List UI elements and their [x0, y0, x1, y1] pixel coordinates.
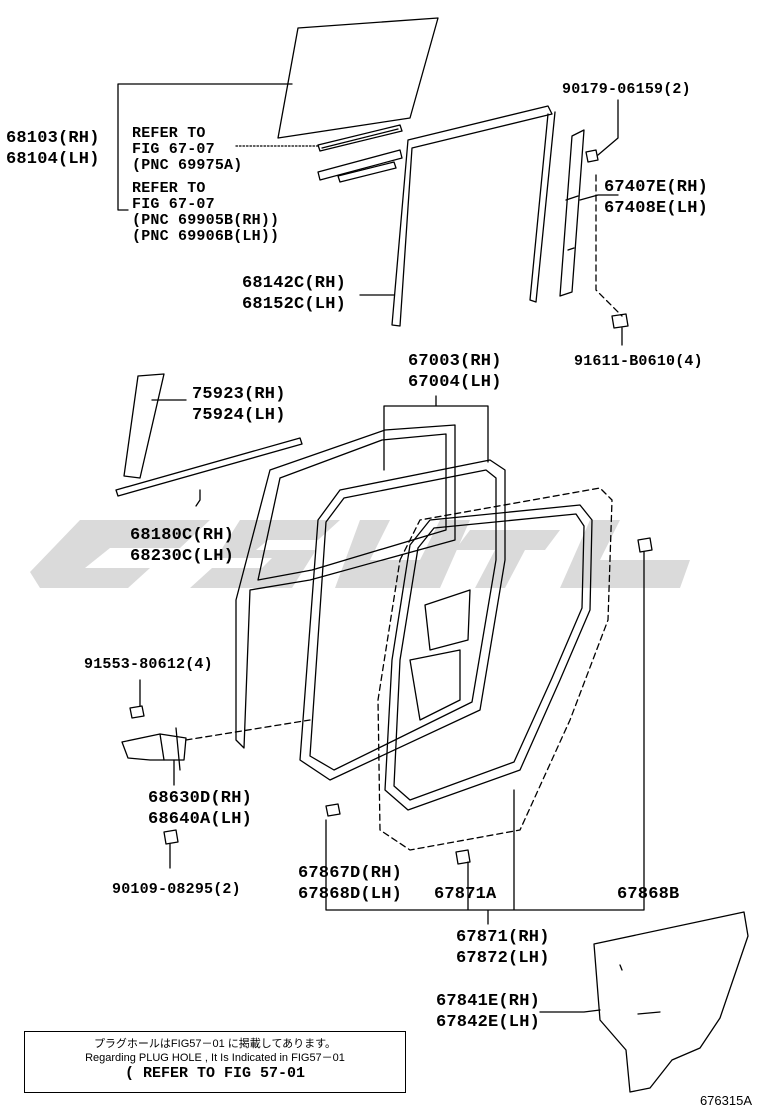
part-label-67004: 67004(LH) — [408, 373, 502, 392]
refer-label-1b: FIG 67-07 — [132, 141, 215, 158]
rear-division-bar — [559, 129, 585, 297]
part-label-68640a: 68640A(LH) — [148, 810, 253, 829]
glass-channel-b — [317, 149, 403, 181]
part-label-67842e: 67842E(LH) — [436, 1013, 541, 1032]
part-label-68104: 68104(LH) — [6, 150, 100, 169]
part-label-68230c: 68230C(LH) — [130, 547, 235, 566]
part-label-68630d: 68630D(RH) — [148, 789, 253, 808]
watermark-logo — [30, 520, 690, 588]
door-corner-piece — [123, 373, 165, 479]
part-label-67003: 67003(RH) — [408, 352, 502, 371]
part-label-67407e: 67407E(RH) — [604, 178, 709, 197]
part-label-67871a: 67871A — [434, 885, 497, 904]
door-panel-outer — [235, 424, 456, 749]
part-label-75923: 75923(RH) — [192, 385, 286, 404]
note-line-japanese: プラグホールはFIG57－01 に掲載してあります。 — [93, 1038, 337, 1050]
refer-label-2b: FIG 67-07 — [132, 196, 215, 213]
refer-label-1c: (PNC 69975A) — [132, 157, 243, 174]
part-label-68180c: 68180C(RH) — [130, 526, 235, 545]
refer-label-1a: REFER TO — [132, 125, 206, 142]
bolt-90179 — [585, 149, 599, 163]
glass-channel-a — [317, 124, 403, 152]
bolt-91553 — [129, 705, 145, 719]
service-hole-cover — [593, 911, 749, 1093]
part-label-68152c: 68152C(LH) — [242, 295, 347, 314]
bolt-91611 — [611, 313, 629, 329]
part-label-67872: 67872(LH) — [456, 949, 550, 968]
part-label-68142c: 68142C(RH) — [242, 274, 347, 293]
part-label-90179: 90179-06159(2) — [562, 81, 691, 98]
part-label-67868b: 67868B — [617, 885, 680, 904]
part-label-90109: 90109-08295(2) — [112, 881, 241, 898]
plug-hole-note: プラグホールはFIG57－01 に掲載してあります。 Regarding PLU… — [24, 1031, 406, 1093]
part-label-67867d: 67867D(RH) — [298, 864, 403, 883]
part-label-91553: 91553-80612(4) — [84, 656, 213, 673]
note-line-english: Regarding PLUG HOLE , It Is Indicated in… — [85, 1052, 345, 1064]
part-label-67871: 67871(RH) — [456, 928, 550, 947]
figure-code: 676315A — [699, 1093, 752, 1108]
door-glass — [277, 17, 439, 139]
part-label-68103: 68103(RH) — [6, 129, 100, 148]
clip-67868b — [637, 537, 653, 553]
refer-label-2c: (PNC 69905B(RH)) — [132, 212, 280, 229]
part-label-67841e: 67841E(RH) — [436, 992, 541, 1011]
clip-67867d — [325, 803, 341, 817]
door-weatherstrip — [384, 504, 593, 811]
part-label-67868d: 67868D(LH) — [298, 885, 403, 904]
refer-label-2a: REFER TO — [132, 180, 206, 197]
bolt-90109 — [163, 829, 179, 845]
part-label-75924: 75924(LH) — [192, 406, 286, 425]
clip-67871a — [455, 849, 471, 865]
part-label-67408e: 67408E(LH) — [604, 199, 709, 218]
belt-moulding — [115, 437, 303, 497]
part-label-91611: 91611-B0610(4) — [574, 353, 703, 370]
refer-label-2d: (PNC 69906B(LH)) — [132, 228, 280, 245]
glass-run-channel — [391, 105, 553, 327]
door-frame — [299, 459, 506, 781]
note-line-refer: ( REFER TO FIG 57-01 — [124, 1065, 306, 1082]
